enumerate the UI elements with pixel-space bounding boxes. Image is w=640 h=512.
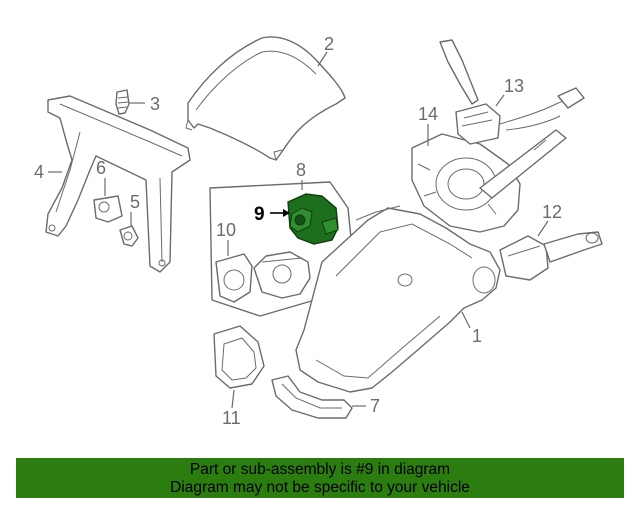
- callout-1: 1: [472, 326, 482, 346]
- callout-7: 7: [370, 396, 380, 416]
- part-3-bolt: [115, 89, 130, 115]
- callout-13: 13: [504, 76, 524, 96]
- callout-lines: [48, 51, 549, 409]
- parts-diagram: 1 2 3 4 5 6 7 8 9 10 11 12 13 14: [34, 34, 603, 428]
- callout-4: 4: [34, 162, 44, 182]
- callout-5: 5: [130, 192, 140, 212]
- callout-9: 9: [254, 204, 265, 225]
- part-1-lower-shroud: [295, 205, 501, 393]
- part-10-lock-housing: [215, 251, 311, 303]
- part-9-highlighted: [287, 193, 339, 245]
- part-11-bezel: [213, 325, 265, 389]
- footer-banner: Part or sub-assembly is #9 in diagram Di…: [16, 458, 624, 498]
- part-6-clip: [93, 195, 123, 223]
- callout-numbers: 1 2 3 4 5 6 7 8 9 10 11 12 13 14: [34, 34, 562, 428]
- part-7-trim: [271, 375, 353, 419]
- part-4-bracket: [45, 95, 191, 273]
- callout-2: 2: [324, 34, 334, 54]
- part-2-upper-shroud: [185, 36, 346, 161]
- footer-line-2: Diagram may not be specific to your vehi…: [170, 479, 470, 496]
- steering-column-tube: [479, 129, 567, 199]
- callout-10: 10: [216, 220, 236, 240]
- callout-8: 8: [296, 160, 306, 180]
- part-5-bolt: [119, 225, 139, 247]
- footer-line-1: Part or sub-assembly is #9 in diagram: [189, 461, 451, 478]
- part-13-switch: [439, 39, 585, 145]
- callout-14: 14: [418, 104, 438, 124]
- part-12-switch: [499, 231, 603, 281]
- callout-6: 6: [96, 158, 106, 178]
- callout-12: 12: [542, 202, 562, 222]
- callout-3: 3: [150, 94, 160, 114]
- callout-11: 11: [222, 408, 241, 428]
